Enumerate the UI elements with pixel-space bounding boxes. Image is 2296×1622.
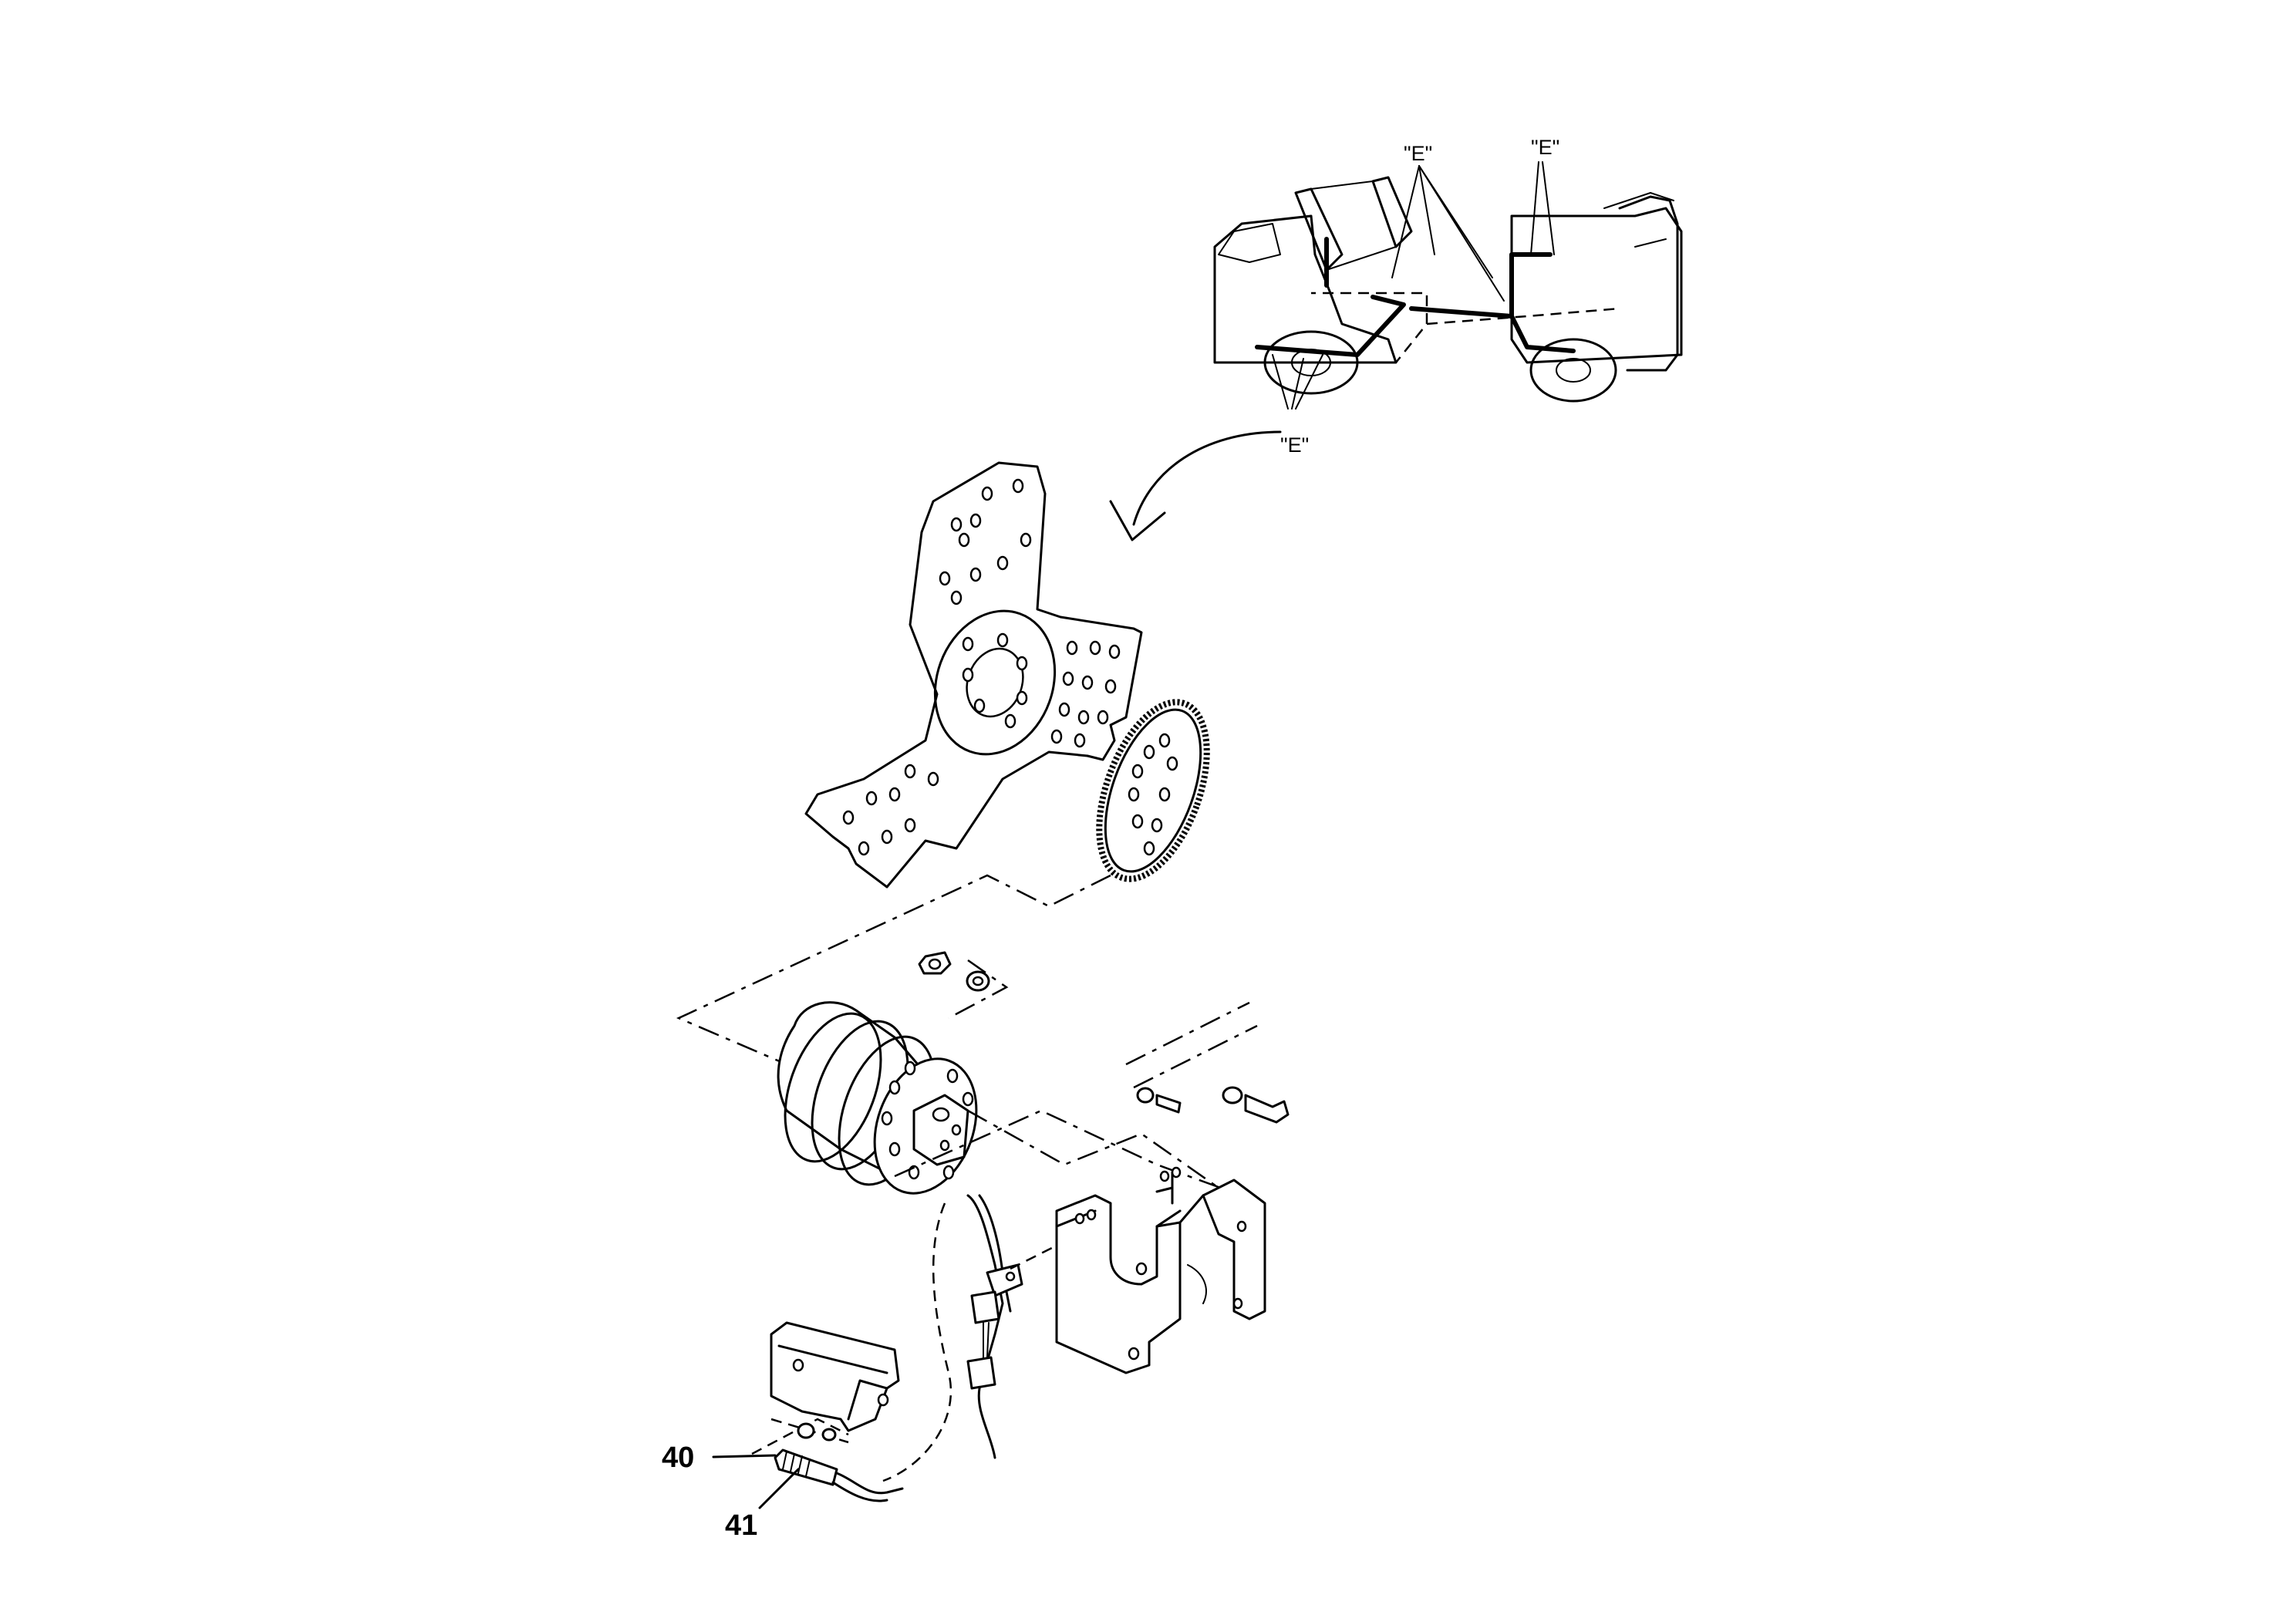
callout-e-top-right: "E" [1531,136,1559,159]
cable-harness [882,1194,1057,1482]
mounting-bracket [1055,1166,1266,1374]
part-number-41: 41 [725,1509,757,1542]
speed-sensor [774,1448,904,1502]
bolt-set [1136,1086,1290,1124]
callout-e-bottom: "E" [1280,433,1309,457]
gear-ring [1096,699,1210,882]
plate-holes [842,478,1121,856]
sensor-bracket [751,1321,900,1455]
nut-washer-set-lower [797,1422,837,1442]
part-number-40: 40 [662,1442,694,1474]
hydraulic-motor [777,1001,978,1195]
mounting-plate [804,461,1143,889]
nut-washer-set-upper [918,951,990,992]
machine-overview: "E" "E" "E" [1109,136,1683,541]
callout-e-top-left: "E" [1404,142,1432,165]
